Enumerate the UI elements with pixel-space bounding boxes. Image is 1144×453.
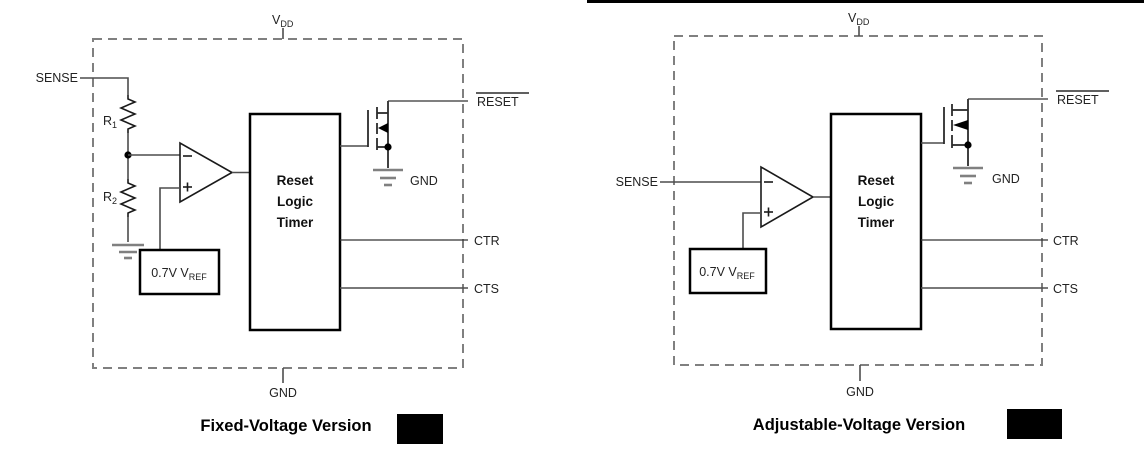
comparator [760, 165, 815, 229]
vref-to-plus-wire [159, 187, 180, 250]
vdd-label: VDD [272, 13, 294, 29]
adjustable-voltage-svg: VDD SENSE 0.7V VREF Reset Logic Timer GN… [616, 11, 1109, 439]
device-boundary [92, 38, 464, 369]
sense-wire [80, 77, 129, 95]
ctr-label: CTR [474, 234, 500, 248]
source-junction-dot [384, 143, 392, 151]
mosfet-body-arrow-icon [378, 123, 388, 133]
caption-fixed: Fixed-Voltage Version [200, 417, 371, 435]
comparator-plus-icon [183, 182, 192, 192]
redacted-logo-box [397, 414, 443, 444]
comparator [179, 141, 234, 204]
vref-to-plus-wire [742, 212, 761, 249]
block-label-line3: Timer [858, 215, 895, 230]
fixed-voltage-diagram: VDD SENSE R1 R2 0.7V VREF Reset Logic Ti… [36, 13, 529, 444]
vdd-label: VDD [848, 11, 870, 27]
block-label-line3: Timer [277, 215, 314, 230]
ctr-label: CTR [1053, 234, 1079, 248]
device-boundary [673, 35, 1043, 366]
reset-label: RESET [477, 95, 519, 109]
resistor-r1 [118, 95, 138, 133]
cts-label: CTS [474, 282, 499, 296]
page-top-rule [587, 0, 1144, 3]
mosfet [943, 99, 969, 166]
resistor-r2-label: R2 [103, 190, 117, 206]
sense-label: SENSE [616, 175, 658, 189]
adjustable-voltage-diagram: VDD SENSE 0.7V VREF Reset Logic Timer GN… [572, 0, 1144, 453]
fixed-voltage-svg: VDD SENSE R1 R2 0.7V VREF Reset Logic Ti… [36, 13, 529, 444]
sense-label: SENSE [36, 71, 78, 85]
mosfet-gnd-label: GND [992, 172, 1020, 186]
reset-logic-timer-box [248, 112, 342, 332]
block-label-line2: Logic [858, 194, 894, 209]
block-label-line1: Reset [858, 173, 895, 188]
gnd-pin-label: GND [269, 386, 297, 400]
mosfet-ground-icon [373, 168, 403, 187]
reset-label: RESET [1057, 93, 1099, 107]
vref-box [688, 247, 768, 295]
source-junction-dot [964, 141, 972, 149]
vref-label: 0.7V VREF [151, 266, 207, 282]
vref-box [138, 248, 221, 296]
vref-label: 0.7V VREF [699, 265, 755, 281]
block-label-line2: Logic [277, 194, 313, 209]
mosfet-gnd-label: GND [410, 174, 438, 188]
gnd-pin-label: GND [846, 385, 874, 399]
mosfet-body-arrow-icon [953, 120, 968, 130]
caption-adjustable: Adjustable-Voltage Version [753, 416, 965, 434]
mosfet [367, 101, 389, 168]
cts-label: CTS [1053, 282, 1078, 296]
resistor-r1-label: R1 [103, 114, 117, 130]
reset-logic-timer-box [829, 112, 923, 331]
divider-ground-icon [112, 243, 144, 260]
mosfet-ground-icon [953, 166, 983, 185]
block-label-line1: Reset [277, 173, 314, 188]
resistor-r2 [118, 179, 138, 217]
redacted-logo-box [1007, 409, 1062, 439]
comparator-plus-icon [764, 207, 773, 217]
